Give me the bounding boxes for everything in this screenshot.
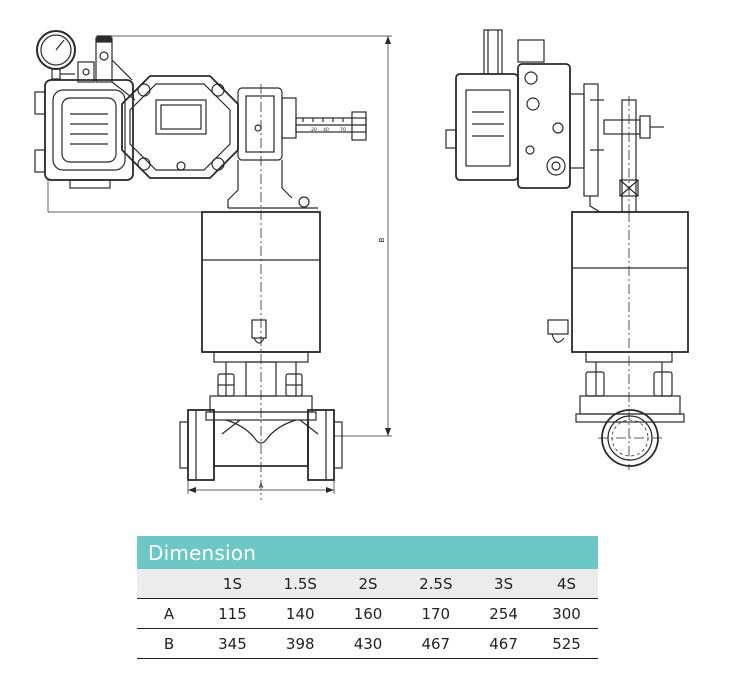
table-cell: 115	[201, 598, 264, 629]
table-header-row: 1S 1.5S 2S 2.5S 3S 4S	[137, 569, 598, 599]
header-size-3s: 3S	[472, 569, 536, 599]
scale-label: 70	[340, 127, 346, 133]
table-cell: 300	[535, 598, 598, 629]
table-cell: 254	[472, 598, 536, 629]
table-cell: 430	[336, 628, 400, 659]
dimension-b-label: B	[378, 237, 386, 242]
header-size-1-5s: 1.5S	[263, 569, 337, 599]
valve-technical-drawing: B A 20 40 70	[34, 29, 689, 500]
header-corner	[137, 569, 201, 599]
pressure-gauge-icon	[36, 30, 76, 80]
row-label: A	[137, 598, 201, 629]
front-view	[34, 30, 392, 500]
table-cell: 467	[399, 628, 473, 659]
header-size-2s: 2S	[336, 569, 400, 599]
table-title: Dimension	[137, 536, 598, 569]
scale-label: 40	[323, 127, 329, 133]
side-view	[445, 29, 689, 470]
header-size-1s: 1S	[201, 569, 264, 599]
table-row-a: A 115 140 160 170 254 300	[137, 598, 598, 629]
table-cell: 345	[201, 628, 264, 659]
dimension-a-label: A	[259, 482, 264, 490]
table-cell: 398	[263, 628, 337, 659]
header-size-4s: 4S	[535, 569, 598, 599]
table-cell: 525	[535, 628, 598, 659]
scale-label: 20	[311, 127, 317, 133]
table-cell: 160	[336, 598, 400, 629]
stroke-scale	[295, 111, 367, 141]
row-label: B	[137, 628, 201, 659]
table-cell: 170	[399, 598, 473, 629]
table-cell: 140	[263, 598, 337, 629]
table-row-b: B 345 398 430 467 467 525	[137, 628, 598, 659]
header-size-2-5s: 2.5S	[399, 569, 473, 599]
table-cell: 467	[472, 628, 536, 659]
scale-label-group: 20 40 70	[311, 127, 346, 133]
dimension-table: Dimension 1S 1.5S 2S 2.5S 3S 4S A 115 14…	[137, 536, 598, 659]
